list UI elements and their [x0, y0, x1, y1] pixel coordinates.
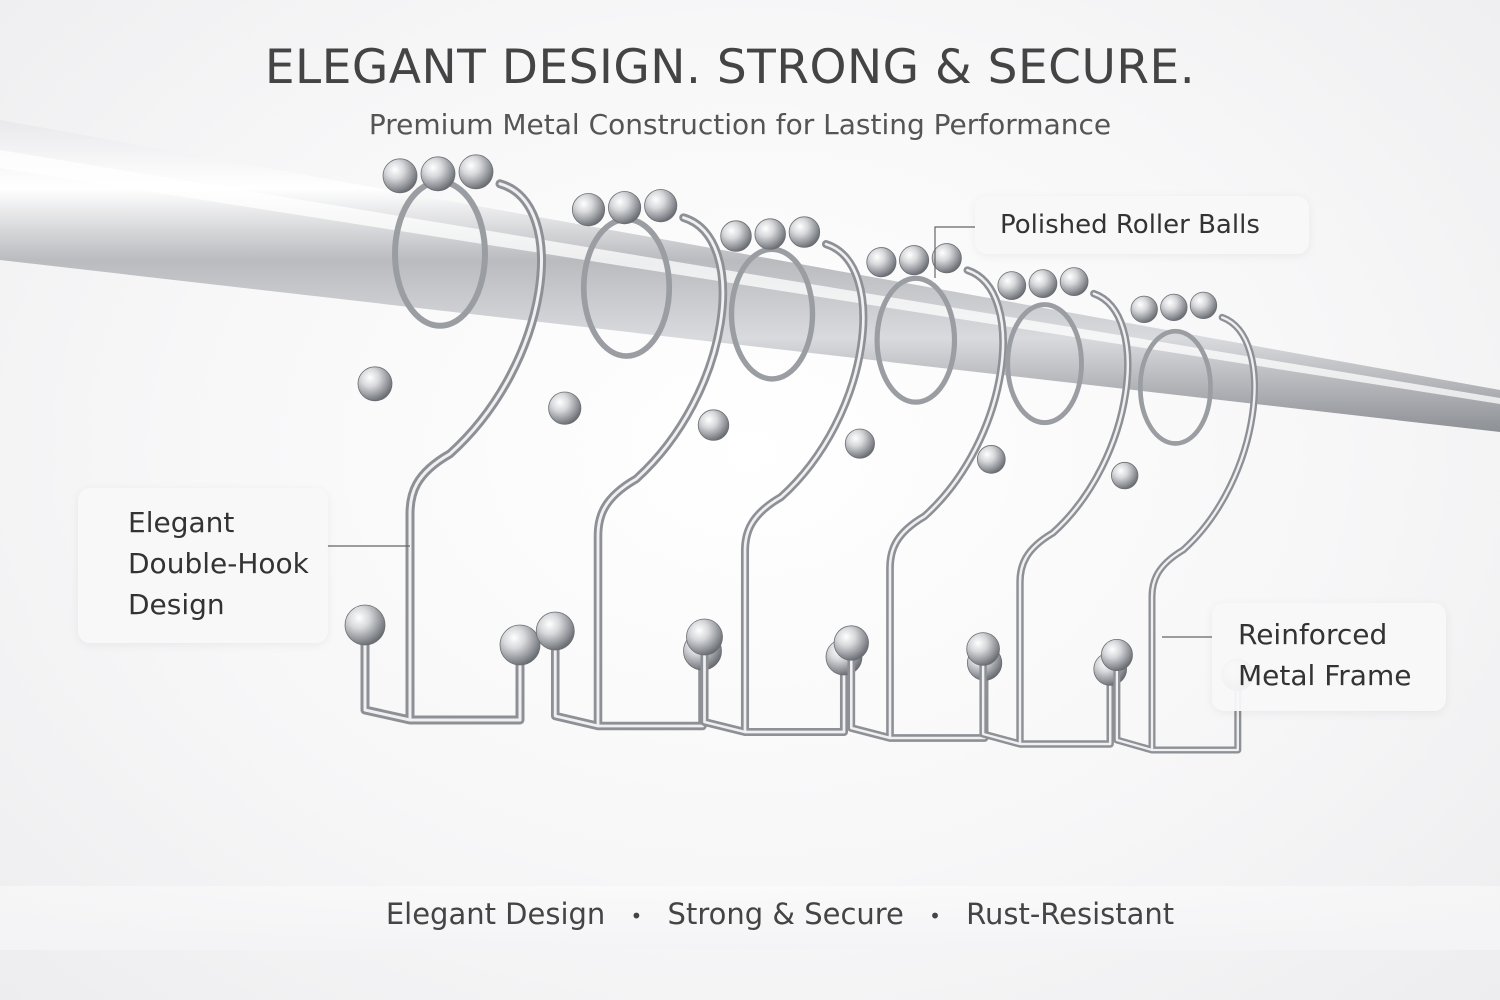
roller-ball	[997, 271, 1027, 300]
roller-ball	[1028, 269, 1058, 298]
end-ball	[697, 409, 730, 441]
hook-tip-ball	[686, 618, 723, 656]
roller-ball	[571, 193, 606, 227]
hook-wire-highlight	[850, 268, 1005, 740]
end-ball	[976, 445, 1006, 474]
roller-ball	[1059, 267, 1089, 296]
roller-ball	[866, 247, 897, 278]
roller-ball	[720, 220, 752, 252]
roller-ball	[382, 158, 418, 194]
hook-1	[344, 154, 546, 725]
hook-6	[1100, 291, 1259, 754]
end-ball	[844, 428, 875, 459]
hook-2	[535, 189, 728, 731]
callout-metal-frame-line-1: Reinforced	[1238, 618, 1388, 651]
hook-tip-ball	[1100, 639, 1133, 672]
feature-strong-secure: Strong & Secure	[667, 897, 904, 931]
feature-rust-resistant: Rust-Resistant	[966, 897, 1175, 931]
roller-ball	[899, 245, 930, 276]
hook-ring	[874, 275, 958, 405]
hook-group	[344, 154, 1259, 754]
roller-ball	[420, 156, 456, 192]
hook-4	[833, 243, 1007, 742]
footer-band	[0, 886, 1500, 950]
roller-ball	[608, 191, 642, 225]
roller-ball	[1130, 295, 1158, 324]
roller-ball	[788, 216, 821, 248]
hook-wire-highlight	[981, 292, 1129, 746]
roller-ball	[931, 243, 962, 274]
hook-ring	[1137, 328, 1213, 446]
callout-roller-balls: Polished Roller Balls	[975, 196, 1309, 254]
roller-ball	[754, 218, 786, 250]
callout-roller-balls-text: Polished Roller Balls	[1000, 210, 1260, 240]
end-ball	[357, 366, 393, 402]
feature-elegant-design: Elegant Design	[385, 897, 606, 931]
hook-tip-ball	[966, 632, 1000, 666]
roller-ball	[1160, 293, 1188, 322]
hook-wire-highlight	[1115, 316, 1256, 752]
subheadline: Premium Metal Construction for Lasting P…	[368, 108, 1112, 141]
roller-ball	[1189, 291, 1218, 320]
feature-strip: Elegant Design • Strong & Secure • Rust-…	[0, 897, 1500, 931]
end-ball	[548, 391, 582, 425]
hook-wire-highlight	[703, 242, 865, 734]
separator-dot: •	[929, 904, 941, 928]
callout-double-hook-line-2: Double-Hook	[128, 547, 309, 580]
separator-dot: •	[630, 904, 643, 928]
roller-ball	[458, 154, 494, 190]
hook-wire-highlight	[363, 182, 543, 722]
headline: ELEGANT DESIGN. STRONG & SECURE.	[264, 40, 1196, 95]
callout-double-hook: Elegant Double-Hook Design	[78, 488, 328, 643]
hook-3	[686, 216, 868, 737]
hook-wire-highlight	[553, 216, 725, 728]
callout-metal-frame-line-2: Metal Frame	[1238, 659, 1412, 692]
callout-double-hook-line-3: Design	[128, 588, 225, 621]
end-ball	[1111, 461, 1139, 490]
callout-metal-frame: Reinforced Metal Frame	[1212, 603, 1446, 711]
callout-leaders	[327, 226, 1212, 638]
hook-tip-ball	[499, 624, 541, 666]
hook-tip-ball	[833, 625, 869, 661]
callout-double-hook-line-1: Elegant	[128, 506, 235, 539]
hook-tip-ball	[535, 611, 575, 651]
hook-tip-ball	[344, 604, 386, 646]
roller-ball	[644, 189, 678, 223]
hook-ring	[1005, 302, 1084, 426]
shower-rod	[0, 120, 1500, 432]
